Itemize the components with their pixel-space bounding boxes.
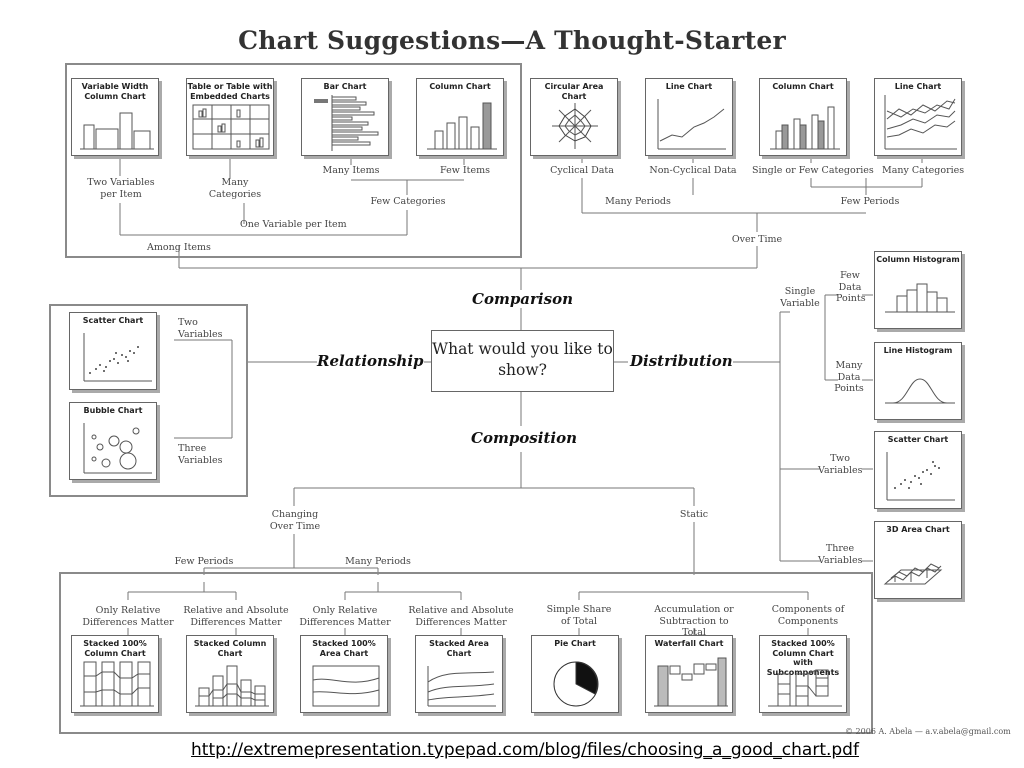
label-three-variables-distribution: Three Variables	[818, 543, 863, 566]
thumb-line-chart-noncyclical: Line Chart	[645, 78, 733, 156]
label-few-categories: Few Categories	[370, 196, 446, 207]
label-many-periods: Many Periods	[605, 196, 671, 207]
thumb-stacked-100-area-chart: Stacked 100% Area Chart	[300, 635, 388, 713]
thumb-3d-area-chart: 3D Area Chart	[874, 521, 962, 599]
thumb-title: Stacked 100% Column Chart with Subcompon…	[766, 639, 840, 677]
label-two-variables-per-item: Two Variables per Item	[87, 177, 155, 200]
thumb-circular-area-chart: Circular Area Chart	[530, 78, 618, 156]
thumb-bubble-chart: Bubble Chart	[69, 402, 157, 480]
thumb-column-histogram: Column Histogram	[874, 251, 962, 329]
thumb-scatter-chart-distribution: Scatter Chart	[874, 431, 962, 509]
thumb-title: Stacked Column Chart	[193, 639, 267, 658]
relationship-group-frame	[49, 304, 248, 497]
label-two-variables-relationship: Two Variables	[178, 317, 223, 340]
thumb-stacked-100-column-subcomponents: Stacked 100% Column Chart with Subcompon…	[759, 635, 847, 713]
label-only-relative-1: Only Relative Differences Matter	[82, 605, 174, 628]
label-few-items: Few Items	[440, 165, 490, 176]
label-few-periods-composition: Few Periods	[174, 556, 234, 567]
thumb-variable-width-column-chart: Variable Width Column Chart	[71, 78, 159, 156]
thumb-title: Stacked 100% Area Chart	[312, 639, 376, 658]
label-simple-share: Simple Share of Total	[546, 604, 612, 627]
thumb-title: Column Histogram	[876, 255, 960, 264]
thumb-title: Table or Table with Embedded Charts	[187, 82, 273, 101]
label-among-items: Among Items	[147, 242, 211, 253]
category-comparison: Comparison	[472, 290, 573, 308]
label-relative-absolute-1: Relative and Absolute Differences Matter	[183, 605, 289, 628]
label-few-data-points: Few Data Points	[836, 270, 866, 304]
category-composition: Composition	[471, 429, 577, 447]
thumb-title: Line Chart	[665, 82, 713, 91]
thumb-title: Stacked Area Chart	[429, 639, 489, 658]
label-accumulation: Accumulation or Subtraction to Total	[654, 604, 734, 638]
label-many-data-points: Many Data Points	[834, 360, 864, 394]
label-many-categories: Many Categories	[208, 177, 262, 200]
thumb-stacked-column-chart: Stacked Column Chart	[186, 635, 274, 713]
thumb-title: Pie Chart	[554, 639, 596, 648]
label-many-items: Many Items	[322, 165, 380, 176]
category-distribution: Distribution	[630, 352, 733, 370]
thumb-table-embedded-charts: Table or Table with Embedded Charts	[186, 78, 274, 156]
label-one-variable-per-item: One Variable per Item	[240, 219, 347, 230]
thumb-bar-chart: Bar Chart	[301, 78, 389, 156]
label-two-variables-distribution: Two Variables	[818, 453, 863, 476]
label-many-periods-composition: Many Periods	[345, 556, 411, 567]
label-cyclical-data: Cyclical Data	[550, 165, 614, 176]
label-changing-over-time: Changing Over Time	[269, 509, 321, 532]
label-many-categories-time: Many Categories	[882, 165, 965, 176]
comparison-group-frame	[65, 63, 522, 258]
thumb-title: Column Chart	[772, 82, 834, 91]
thumb-title: Bar Chart	[323, 82, 367, 91]
thumb-stacked-area-chart: Stacked Area Chart	[415, 635, 503, 713]
thumb-line-chart-many-categories: Line Chart	[874, 78, 962, 156]
category-relationship: Relationship	[317, 352, 424, 370]
thumb-title: Scatter Chart	[82, 316, 144, 325]
thumb-line-histogram: Line Histogram	[874, 342, 962, 420]
page-title: Chart Suggestions—A Thought-Starter	[238, 26, 786, 55]
composition-group-frame	[59, 572, 873, 734]
label-only-relative-2: Only Relative Differences Matter	[299, 605, 391, 628]
thumb-stacked-100-column-chart: Stacked 100% Column Chart	[71, 635, 159, 713]
center-question: What would you like to show?	[431, 330, 614, 392]
label-over-time: Over Time	[722, 234, 792, 246]
thumb-title: Scatter Chart	[887, 435, 949, 444]
label-three-variables-relationship: Three Variables	[178, 443, 223, 466]
label-single-variable: Single Variable	[780, 286, 820, 309]
label-few-periods: Few Periods	[840, 196, 900, 207]
thumb-title: Line Chart	[894, 82, 942, 91]
thumb-title: Line Histogram	[883, 346, 953, 355]
label-relative-absolute-2: Relative and Absolute Differences Matter	[408, 605, 514, 628]
label-static: Static	[679, 509, 709, 520]
thumb-scatter-chart-relationship: Scatter Chart	[69, 312, 157, 390]
thumb-title: 3D Area Chart	[886, 525, 950, 534]
copyright-note: © 2006 A. Abela — a.v.abela@gmail.com	[845, 727, 1011, 736]
thumb-title: Stacked 100% Column Chart	[83, 639, 147, 658]
thumb-waterfall-chart: Waterfall Chart	[645, 635, 733, 713]
source-url-link[interactable]: http://extremepresentation.typepad.com/b…	[191, 740, 859, 760]
thumb-title: Variable Width Column Chart	[81, 82, 149, 101]
thumb-title: Circular Area Chart	[544, 82, 604, 101]
thumb-column-chart-time: Column Chart	[759, 78, 847, 156]
thumb-title: Waterfall Chart	[654, 639, 724, 648]
thumb-title: Column Chart	[429, 82, 491, 91]
label-noncyclical-data: Non-Cyclical Data	[649, 165, 737, 176]
label-components: Components of Components	[771, 604, 845, 627]
thumb-pie-chart: Pie Chart	[531, 635, 619, 713]
label-single-few-categories: Single or Few Categories	[752, 165, 874, 176]
thumb-title: Bubble Chart	[83, 406, 143, 415]
thumb-column-chart-few-items: Column Chart	[416, 78, 504, 156]
